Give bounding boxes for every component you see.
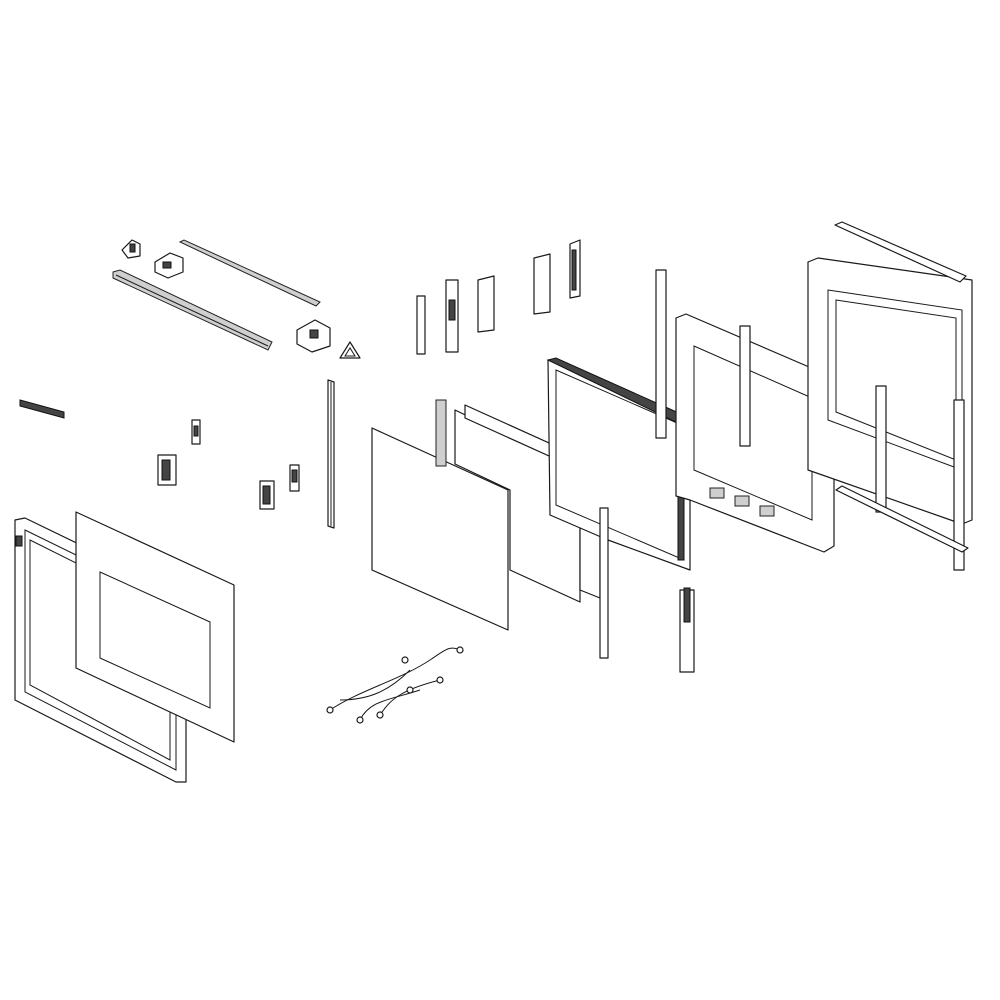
- top-trim-clip: [154, 252, 184, 279]
- top-vent-strip: [834, 221, 967, 283]
- insulation-block-1: [477, 275, 495, 333]
- upright-clip-1: [416, 295, 426, 355]
- glass-retainer-left: [599, 507, 609, 659]
- insulation-block-3: [569, 239, 581, 299]
- top-trim-end-cap-right: [296, 319, 331, 353]
- glass-panel-front: [371, 427, 509, 631]
- inner-glass-frame: [546, 357, 691, 571]
- top-trim-rod: [178, 239, 321, 307]
- upright-clip-2: [445, 279, 459, 353]
- hinge-bracket-small-4: [289, 464, 300, 492]
- hinge-bracket-2: [157, 454, 177, 486]
- brand-badge: [19, 399, 65, 419]
- wire-harness: [326, 646, 464, 724]
- outer-glass-panel: [75, 511, 235, 743]
- insulation-block-2: [533, 253, 551, 315]
- hinge-bracket-small-1: [191, 419, 201, 445]
- bottom-vent-strip: [835, 485, 969, 553]
- top-trim-bracket-left: [121, 239, 141, 259]
- top-trim-bar: [112, 269, 273, 351]
- door-hinge: [679, 587, 695, 673]
- glass-spacer-bracket: [435, 399, 447, 467]
- vertical-channel: [655, 269, 667, 439]
- door-liner-frame: [675, 313, 835, 553]
- hinge-bracket-3: [259, 480, 275, 510]
- inner-door-panel: [807, 257, 973, 571]
- side-trim-strip: [327, 379, 335, 529]
- triangle-clip: [339, 341, 361, 359]
